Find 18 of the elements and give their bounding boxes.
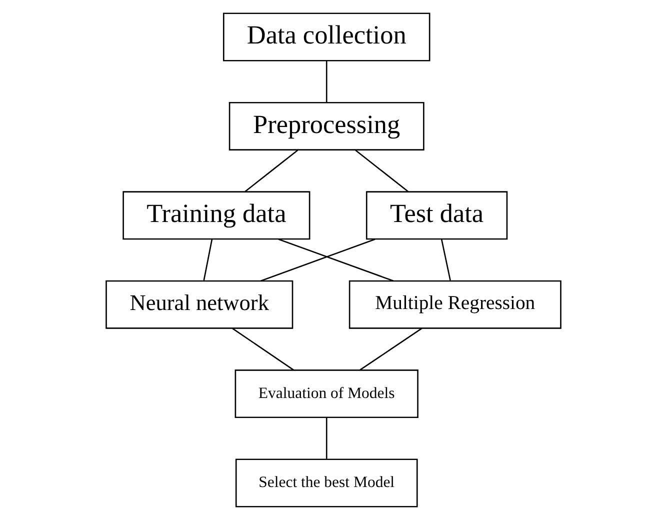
node-box: Select the best Model: [234, 458, 418, 508]
connector: [359, 328, 422, 371]
node-box: Test data: [365, 191, 508, 240]
connector: [232, 328, 294, 371]
connector: [202, 239, 212, 281]
connector: [260, 238, 375, 282]
node-box: Multiple Regression: [348, 280, 561, 329]
connector: [325, 418, 327, 459]
connector: [440, 239, 450, 281]
connector: [354, 150, 408, 192]
connector: [325, 61, 327, 102]
node-box: Data collection: [222, 12, 430, 62]
connector: [278, 238, 394, 282]
node-box: Neural network: [105, 280, 293, 329]
connector: [244, 150, 298, 192]
node-box: Training data: [122, 191, 310, 240]
node-box: Preprocessing: [228, 102, 424, 150]
node-box: Evaluation of Models: [234, 370, 418, 418]
